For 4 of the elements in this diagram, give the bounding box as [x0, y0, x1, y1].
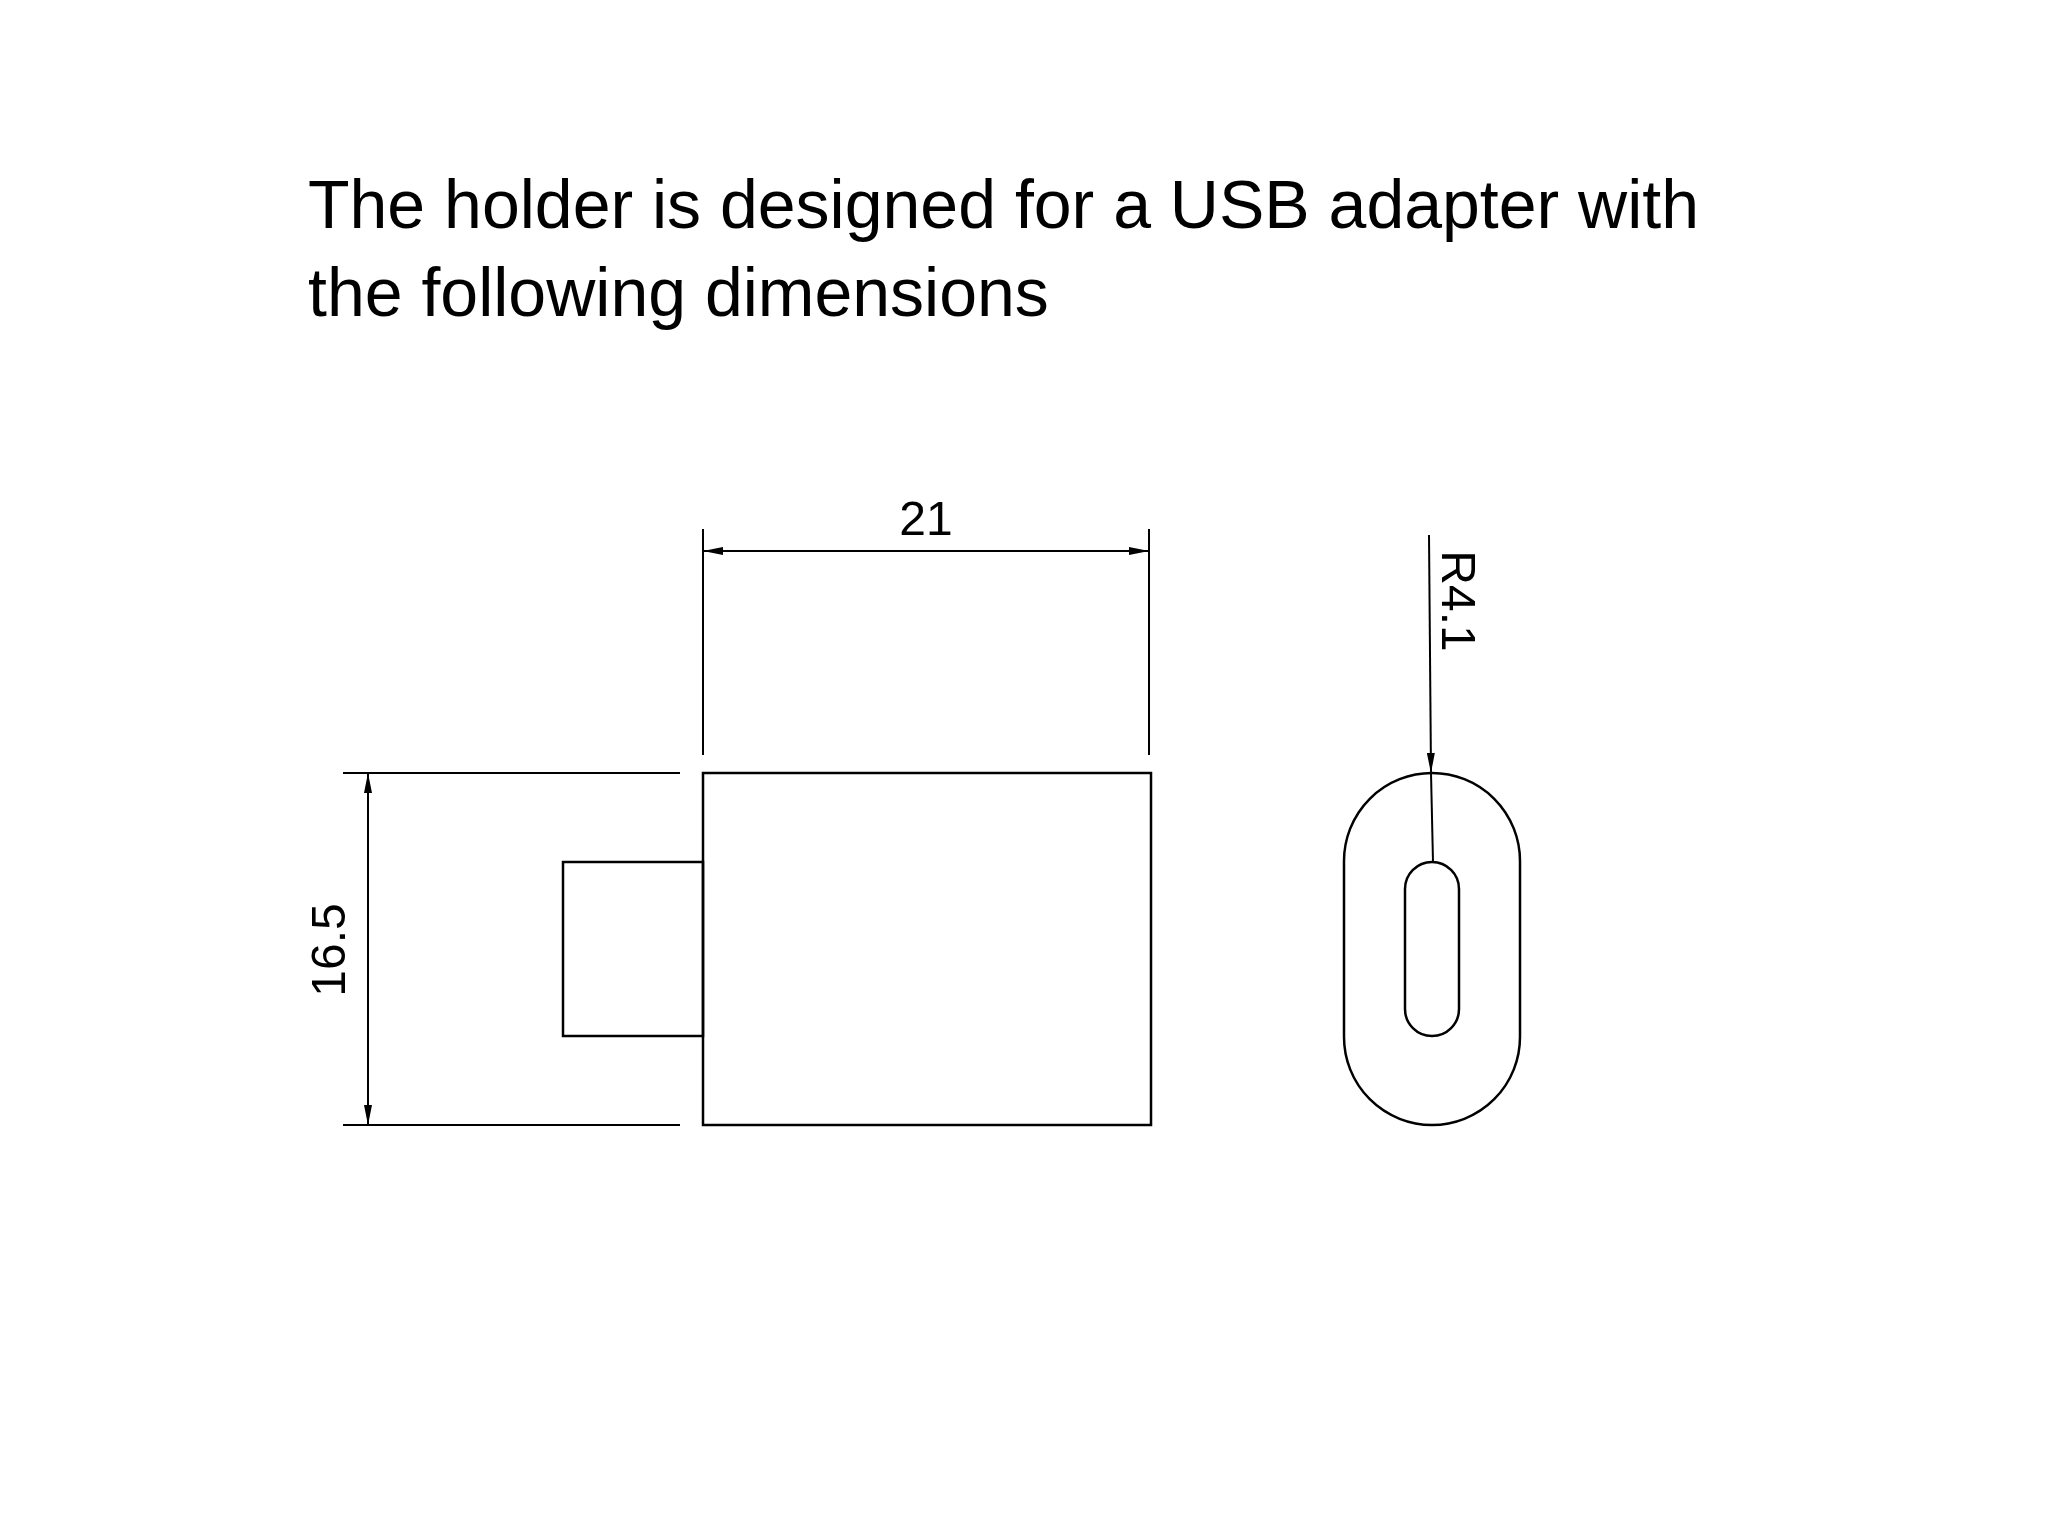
heading-text: The holder is designed for a USB adapter with the following dimensions	[308, 165, 1700, 332]
dimension-value: 21	[899, 495, 953, 543]
dimension-value: 16.5	[305, 903, 353, 997]
dimension-value: R4.1	[1434, 550, 1482, 652]
